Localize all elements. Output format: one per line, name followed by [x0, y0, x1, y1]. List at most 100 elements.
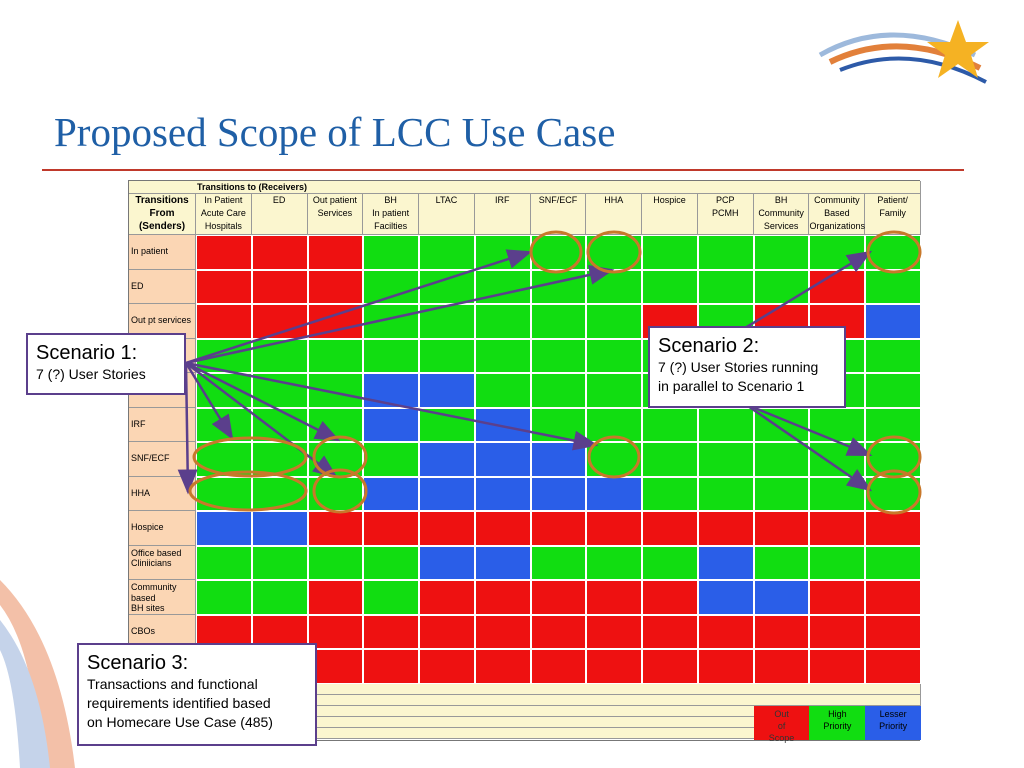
highlight-circle: [312, 435, 368, 479]
scenario-3-body-line3: on Homecare Use Case (485): [87, 714, 273, 730]
row-header: In patient: [129, 235, 196, 270]
grid-cell: [474, 580, 531, 615]
grid-cell: [307, 235, 364, 270]
row-header-line: IRF: [131, 418, 146, 429]
grid-cell: [530, 580, 587, 615]
row-header: Out pt services: [129, 304, 196, 339]
grid-cell: [196, 511, 252, 546]
column-header: SNF/ECF: [530, 194, 587, 235]
corner-swoosh: [0, 580, 75, 768]
grid-cell: [530, 545, 587, 580]
grid-cell: [809, 614, 866, 649]
grid-cell: [196, 580, 252, 615]
grid-cell: [586, 338, 643, 373]
empty-row: [129, 694, 921, 706]
column-header-line: Hospice: [653, 195, 686, 205]
grid-cell: [419, 649, 475, 684]
title-divider: [42, 169, 964, 171]
scenario-3-callout: Scenario 3: Transactions and functional …: [77, 643, 317, 746]
grid-cell: [419, 373, 475, 408]
grid-cell: [642, 269, 698, 304]
row-header: IRF: [129, 407, 196, 442]
scenario-2-callout: Scenario 2: 7 (?) User Stories running i…: [648, 326, 846, 408]
grid-cell: [196, 269, 252, 304]
column-header-line: Facilties: [374, 221, 408, 231]
legend-item-line: Priority: [823, 720, 852, 731]
grid-cell: [753, 649, 810, 684]
slide-title: Proposed Scope of LCC Use Case: [54, 109, 616, 155]
grid-cell: [419, 476, 475, 511]
highlight-circle: [188, 470, 308, 512]
grid-cell: [697, 580, 754, 615]
grid-cell: [196, 304, 252, 339]
grid-cell: [697, 614, 754, 649]
grid-cell: [307, 269, 364, 304]
grid-cell: [474, 442, 531, 477]
scenario-1-heading: Scenario 1:: [36, 342, 138, 364]
legend-item-line: Lesser: [879, 708, 907, 719]
grid-cell: [642, 545, 698, 580]
column-header-line: Acute Care: [200, 208, 246, 218]
column-header-line: HHA: [604, 195, 624, 205]
grid-cell: [809, 545, 866, 580]
grid-cell: [753, 545, 810, 580]
grid-cell: [363, 373, 420, 408]
grid-cell: [251, 269, 308, 304]
row-header-line: BH sites: [131, 603, 165, 613]
grid-cell: [251, 580, 308, 615]
grid-cell: [530, 614, 587, 649]
grid-cell: [196, 545, 252, 580]
grid-cell: [586, 649, 643, 684]
scenario-3-heading: Scenario 3:: [87, 652, 189, 674]
grid-cell: [363, 442, 420, 477]
grid-cell: [697, 442, 754, 477]
arrow-s1-snf-outpatient: [185, 361, 341, 442]
grid-cell: [474, 614, 531, 649]
grid-cell: [753, 614, 810, 649]
grid-cell: [251, 545, 308, 580]
legend-item-line: Out: [774, 708, 789, 719]
grid-cell: [474, 511, 531, 546]
highlight-circle: [866, 230, 922, 274]
column-header: Patient/Family: [865, 194, 921, 235]
highlight-circle: [866, 469, 922, 515]
grid-cell: [307, 373, 364, 408]
grid-cell: [363, 476, 420, 511]
grid-cell: [530, 511, 587, 546]
grid-cell: [419, 269, 475, 304]
grid-cell: [642, 580, 698, 615]
grid-cell: [697, 511, 754, 546]
grid-cell: [419, 442, 475, 477]
corner-header-line: Transitions: [135, 195, 189, 206]
grid-cell: [697, 407, 754, 442]
column-header-line: Based: [824, 208, 850, 218]
highlight-circle: [866, 435, 922, 479]
grid-cell: [809, 580, 866, 615]
grid-cell: [697, 476, 754, 511]
grid-cell: [419, 580, 475, 615]
corner-header-line: From: [149, 208, 175, 219]
grid-cell: [642, 614, 698, 649]
row-header-line: based: [131, 592, 156, 603]
highlight-circle: [587, 435, 641, 479]
column-header-line: Services: [317, 208, 353, 218]
grid-cell: [809, 269, 866, 304]
grid-cell: [530, 338, 587, 373]
grid-cell: [419, 511, 475, 546]
arrow-s2-patient-hha: [744, 402, 873, 492]
grid-cell: [642, 235, 698, 270]
grid-cell: [251, 338, 308, 373]
highlight-circle: [192, 436, 308, 478]
grid-cell: [474, 476, 531, 511]
grid-cell: [753, 580, 810, 615]
grid-cell: [419, 407, 475, 442]
grid-cell: [865, 304, 921, 339]
column-header: Hospice: [642, 194, 698, 235]
